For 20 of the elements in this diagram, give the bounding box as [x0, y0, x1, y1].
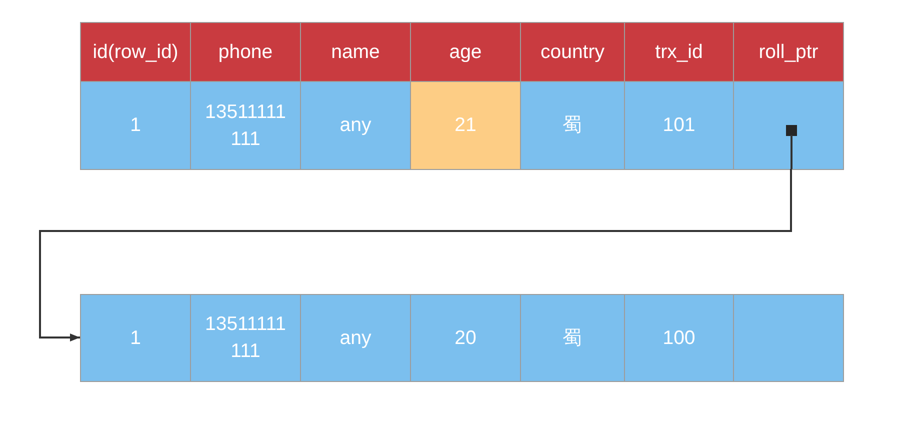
column-header: name [300, 22, 411, 82]
table-cell: 1 [80, 294, 191, 382]
column-header: age [410, 22, 521, 82]
arrow [39, 169, 792, 342]
column-header: roll_ptr [733, 22, 844, 82]
table-cell: 101 [624, 81, 734, 170]
table-cell: 100 [624, 294, 734, 382]
table-cell: 20 [410, 294, 521, 382]
table-cell: any [300, 81, 411, 170]
table-cell: 蜀 [520, 81, 625, 170]
table-cell: 1 [80, 81, 191, 170]
column-header: trx_id [624, 22, 734, 82]
table-cell: 13511111111 [190, 294, 301, 382]
table-cell: 13511111111 [190, 81, 301, 170]
highlighted-cell: 21 [410, 81, 521, 170]
column-header: phone [190, 22, 301, 82]
column-header: id(row_id) [80, 22, 191, 82]
table-cell: 蜀 [520, 294, 625, 382]
table-cell: any [300, 294, 411, 382]
column-header: country [520, 22, 625, 82]
